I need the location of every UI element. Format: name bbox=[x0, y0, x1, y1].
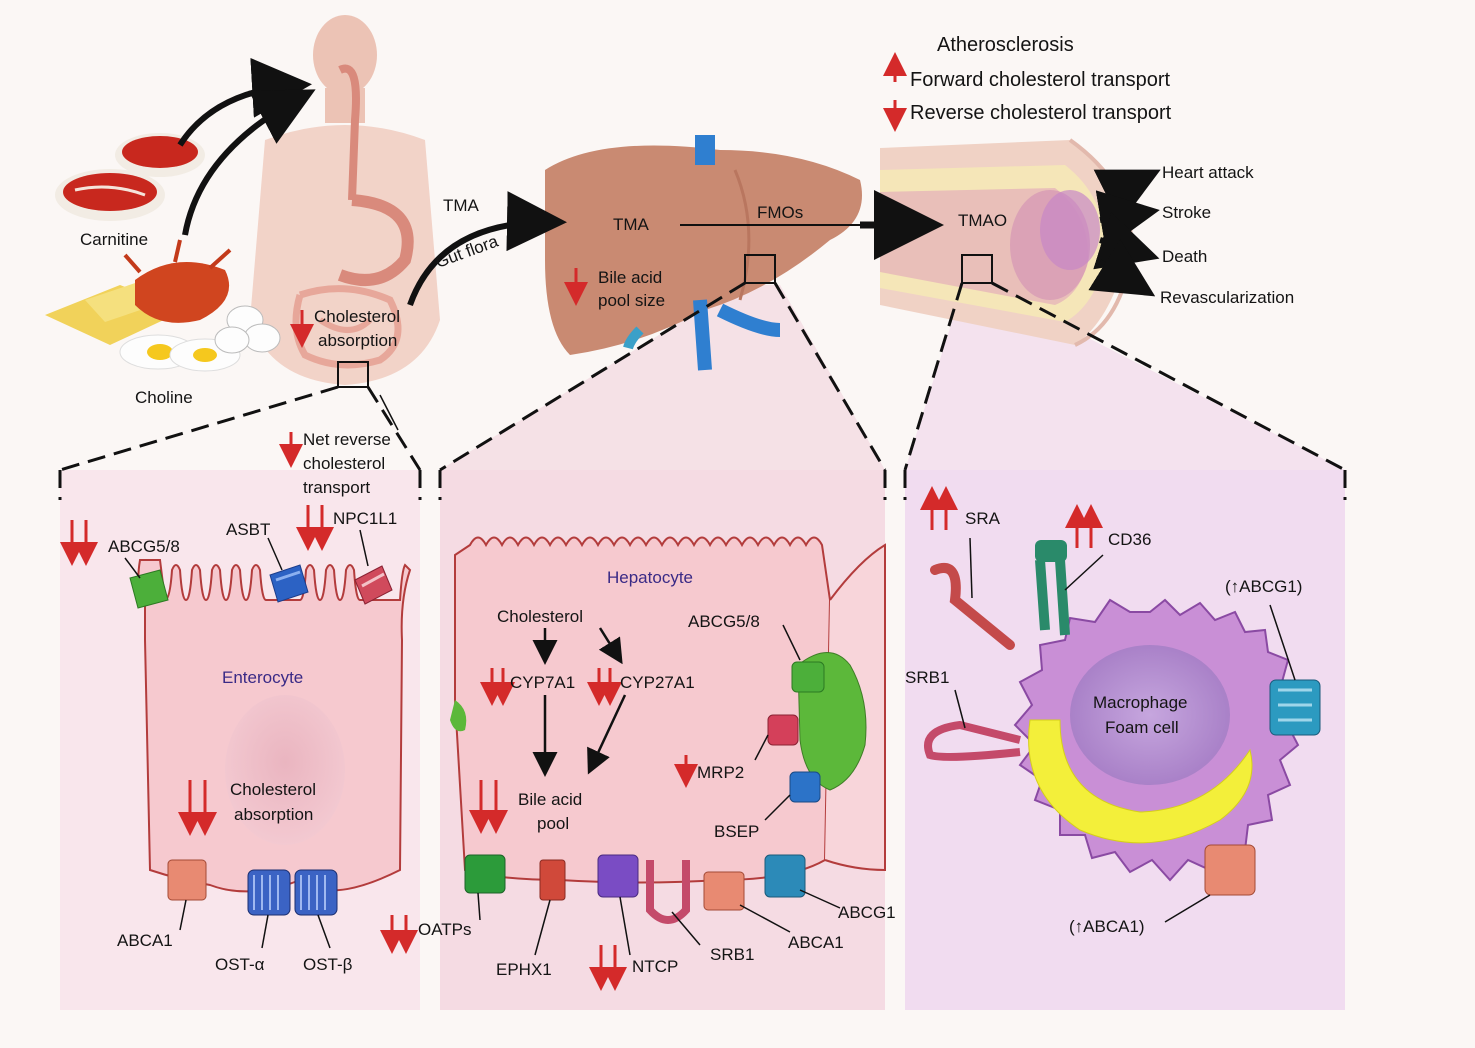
mrp2-label: MRP2 bbox=[697, 763, 744, 782]
legend-reverse-transport: Reverse cholesterol transport bbox=[910, 102, 1172, 124]
ntcp-transporter bbox=[597, 854, 639, 898]
outcome-heart-attack: Heart attack bbox=[1162, 163, 1254, 182]
human-body-illustration bbox=[250, 15, 440, 385]
macrophage-title-line2: Foam cell bbox=[1105, 718, 1179, 737]
hepatocyte-cell bbox=[450, 536, 886, 884]
ephx1-protein bbox=[539, 859, 566, 901]
abcg58-transporter-hepatocyte bbox=[791, 661, 825, 693]
legend-forward-transport: Forward cholesterol transport bbox=[910, 69, 1171, 91]
enterocyte-cell bbox=[137, 559, 412, 893]
artery-illustration bbox=[880, 138, 1134, 347]
liver-illustration bbox=[545, 135, 862, 371]
legend-title: Atherosclerosis bbox=[937, 34, 1074, 56]
carnitine-label: Carnitine bbox=[80, 230, 148, 249]
macrophage-srb1-label: SRB1 bbox=[905, 668, 949, 687]
npc1l1-transporter bbox=[354, 565, 393, 605]
ost-alpha-label: OST-α bbox=[215, 955, 265, 974]
seafood-dairy-egg-illustration bbox=[45, 239, 281, 372]
red-regulation-arrows bbox=[60, 52, 1103, 991]
zoom-callouts bbox=[58, 254, 1347, 500]
abca1-transporter-enterocyte bbox=[167, 859, 207, 901]
abca1-transporter-macrophage bbox=[1204, 844, 1256, 896]
hepatocyte-abca1-label: ABCA1 bbox=[788, 933, 844, 952]
top-flow-arrows bbox=[177, 57, 1161, 431]
choline-label: Choline bbox=[135, 388, 193, 407]
net-reverse-transport-line3: transport bbox=[303, 478, 370, 497]
tmao-label: TMAO bbox=[958, 211, 1007, 230]
bile-acid-pool-size-line2: pool size bbox=[598, 291, 665, 310]
bsep-transporter bbox=[789, 771, 821, 803]
macrophage-abcg1-label: (↑ABCG1) bbox=[1225, 577, 1302, 596]
enterocyte-abcg58-label: ABCG5/8 bbox=[108, 537, 180, 556]
cyp27a1-label: CYP27A1 bbox=[620, 673, 695, 692]
outcome-stroke: Stroke bbox=[1162, 203, 1211, 222]
abca1-transporter-hepatocyte bbox=[703, 871, 745, 911]
tma-label-liver: TMA bbox=[613, 215, 650, 234]
cholesterol-label: Cholesterol bbox=[497, 607, 583, 626]
cd36-receptor bbox=[1035, 540, 1070, 636]
fmos-label: FMOs bbox=[757, 203, 803, 222]
hepatocyte-abcg58-label: ABCG5/8 bbox=[688, 612, 760, 631]
ephx1-label: EPHX1 bbox=[496, 960, 552, 979]
ost-beta-transporter bbox=[294, 869, 338, 916]
cd36-label: CD36 bbox=[1108, 530, 1151, 549]
enterocyte-title: Enterocyte bbox=[222, 668, 303, 687]
oatps-label: OATPs bbox=[418, 920, 472, 939]
ost-alpha-transporter bbox=[247, 869, 291, 916]
asbt-label: ASBT bbox=[226, 520, 270, 539]
bsep-label: BSEP bbox=[714, 822, 759, 841]
outcome-revascularization: Revascularization bbox=[1160, 288, 1294, 307]
bile-synthesis-arrows bbox=[532, 627, 627, 777]
enterocyte-cholesterol-absorption-line2: absorption bbox=[234, 805, 313, 824]
cyp7a1-label: CYP7A1 bbox=[510, 673, 575, 692]
sra-label: SRA bbox=[965, 509, 1001, 528]
sra-receptor bbox=[930, 563, 1015, 650]
hepatocyte-title: Hepatocyte bbox=[607, 568, 693, 587]
macrophage-abca1-label: (↑ABCA1) bbox=[1069, 917, 1145, 936]
bile-acid-pool-line1: Bile acid bbox=[518, 790, 582, 809]
hepatocyte-srb1-label: SRB1 bbox=[710, 945, 754, 964]
ost-beta-label: OST-β bbox=[303, 955, 353, 974]
mrp2-transporter bbox=[767, 714, 799, 746]
meat-illustration bbox=[55, 133, 205, 221]
abcg58-transporter-enterocyte bbox=[129, 569, 169, 609]
net-reverse-transport-line2: cholesterol bbox=[303, 454, 385, 473]
ntcp-label: NTCP bbox=[632, 957, 678, 976]
enterocyte-abca1-label: ABCA1 bbox=[117, 931, 173, 950]
oatps-transporter bbox=[464, 854, 506, 894]
asbt-transporter bbox=[269, 564, 309, 603]
cholesterol-absorption-top-line1: Cholesterol bbox=[314, 307, 400, 326]
srb1-receptor-hepatocyte bbox=[646, 860, 690, 924]
leader-lines bbox=[124, 529, 1296, 956]
tma-label-gut: TMA bbox=[443, 196, 480, 215]
outcome-death: Death bbox=[1162, 247, 1207, 266]
net-reverse-transport-line1: Net reverse bbox=[303, 430, 391, 449]
macrophage-title-line1: Macrophage bbox=[1093, 693, 1188, 712]
cholesterol-absorption-top-line2: absorption bbox=[318, 331, 397, 350]
macrophage-cell bbox=[1013, 598, 1300, 882]
bile-acid-pool-size-line1: Bile acid bbox=[598, 268, 662, 287]
srb1-receptor-macrophage bbox=[924, 720, 1021, 761]
enterocyte-cholesterol-absorption-line1: Cholesterol bbox=[230, 780, 316, 799]
abcg1-transporter-macrophage bbox=[1269, 679, 1321, 736]
npc1l1-label: NPC1L1 bbox=[333, 509, 397, 528]
hepatocyte-abcg1-label: ABCG1 bbox=[838, 903, 896, 922]
abcg1-transporter-hepatocyte bbox=[764, 854, 806, 898]
bile-acid-pool-line2: pool bbox=[537, 814, 569, 833]
